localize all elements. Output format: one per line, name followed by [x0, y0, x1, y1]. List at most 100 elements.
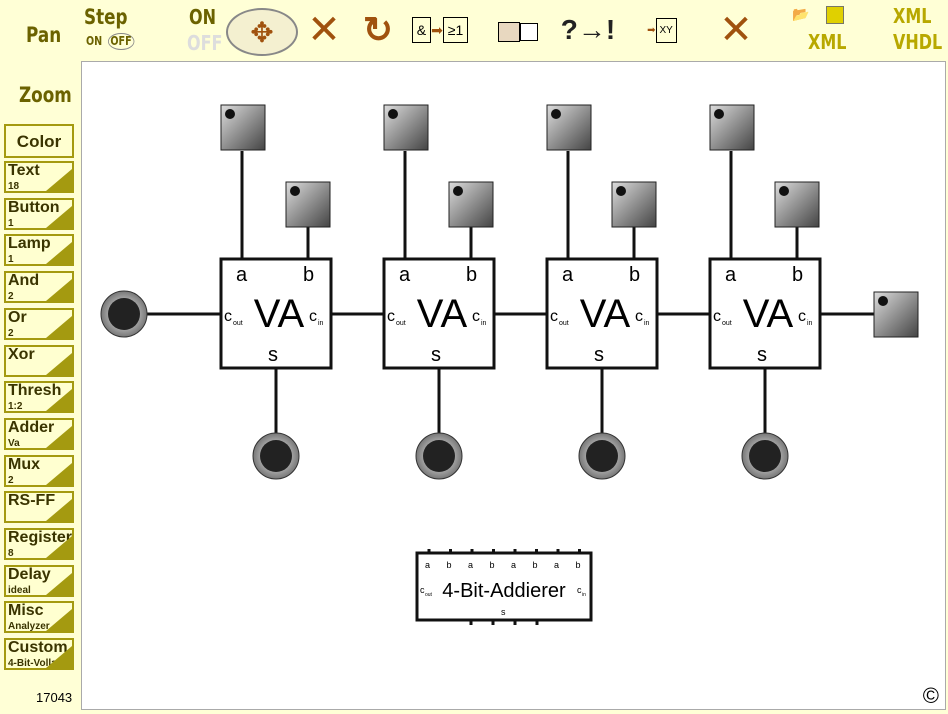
expand-corner-icon[interactable]	[46, 169, 72, 191]
item-label: Misc	[8, 602, 44, 620]
full-adder-block[interactable]	[382, 257, 496, 370]
expand-corner-icon[interactable]	[46, 609, 72, 632]
step-off-button[interactable]: OFF	[108, 33, 135, 51]
pan-button[interactable]: Pan	[26, 23, 62, 47]
open-icon[interactable]: 📂	[792, 5, 810, 22]
expand-corner-icon[interactable]	[46, 499, 72, 522]
export-vhdl-button[interactable]: VHDL	[893, 30, 943, 54]
expand-corner-icon[interactable]	[46, 242, 72, 265]
color-button[interactable]: Color	[4, 124, 74, 158]
expand-corner-icon[interactable]	[46, 425, 72, 448]
save-icon[interactable]	[826, 6, 844, 24]
item-label: And	[8, 272, 40, 290]
custom-input-label: b	[447, 560, 452, 570]
pin-cin-sub: in	[481, 320, 487, 327]
custom-cin-label: c	[577, 585, 582, 595]
adder-label: VA	[743, 292, 794, 336]
expand-corner-icon[interactable]	[46, 462, 72, 485]
sidebar-item-xor[interactable]: Xor	[4, 344, 74, 377]
expand-corner-icon[interactable]	[46, 315, 72, 338]
full-adder-block[interactable]	[545, 257, 659, 370]
expand-corner-icon[interactable]	[46, 536, 72, 558]
pin-s-label: s	[431, 344, 441, 366]
open-xml-button[interactable]: XML	[808, 30, 847, 54]
custom-input-label: a	[511, 560, 516, 570]
expand-corner-icon[interactable]	[46, 646, 72, 669]
pin-cout-label: c	[713, 308, 721, 325]
pin-cin-label: c	[798, 308, 806, 325]
expand-corner-icon[interactable]	[46, 389, 72, 412]
switch-led-icon	[616, 186, 626, 196]
custom-input-label: a	[554, 560, 559, 570]
ungroup-icon[interactable]: ✕	[719, 8, 753, 52]
sim-off-button[interactable]: OFF	[187, 31, 223, 55]
make-custom-icon[interactable]: ➡XY	[634, 14, 690, 46]
export-xml-button[interactable]: XML	[893, 4, 932, 28]
lamp-bulb	[108, 298, 140, 330]
expand-corner-icon[interactable]	[46, 205, 72, 228]
item-sub: 4-Bit-Volla	[8, 658, 57, 670]
group-icon[interactable]	[490, 14, 546, 50]
zoom-button[interactable]: Zoom	[19, 83, 72, 107]
switch-led-icon	[878, 296, 888, 306]
pin-a-label: a	[236, 264, 248, 286]
item-sub: 2	[8, 474, 14, 486]
sim-on-button[interactable]: ON	[189, 5, 216, 29]
pin-cout-label: c	[550, 308, 558, 325]
item-sub: Va	[8, 437, 20, 449]
pin-cin-sub: in	[644, 320, 650, 327]
item-label: Or	[8, 308, 27, 326]
pin-b-label: b	[629, 264, 640, 286]
item-label: Xor	[8, 345, 35, 363]
move-tool-icon[interactable]: ✥	[226, 8, 298, 56]
rotate-icon[interactable]: ↻	[362, 9, 394, 50]
expand-corner-icon[interactable]	[46, 572, 72, 595]
color-label: Color	[16, 132, 62, 151]
pin-a-label: a	[725, 264, 737, 286]
full-adder-block[interactable]	[219, 257, 333, 370]
full-adder-block[interactable]	[708, 257, 822, 370]
step-button[interactable]: Step	[84, 5, 128, 29]
pin-cin-label: c	[472, 308, 480, 325]
pin-s-label: s	[594, 344, 604, 366]
delete-icon[interactable]: ✕	[307, 8, 341, 52]
switch-led-icon	[779, 186, 789, 196]
item-sub: 1:2	[8, 401, 23, 413]
expand-corner-icon[interactable]	[46, 352, 72, 375]
pin-cout-sub: out	[559, 320, 569, 327]
switch-led-icon	[453, 186, 463, 196]
adder-label: VA	[580, 292, 631, 336]
lamp-bulb	[423, 440, 455, 472]
item-sub: 18	[8, 181, 20, 192]
custom-input-label: a	[425, 560, 430, 570]
item-sub: 1	[8, 254, 14, 266]
switch-led-icon	[388, 109, 398, 119]
sidebar-item-rs-ff[interactable]: RS-FF	[4, 491, 74, 524]
pin-s-label: s	[757, 344, 767, 366]
item-sub: Analyzer	[8, 621, 50, 633]
pin-b-label: b	[792, 264, 803, 286]
item-sub: 1	[8, 217, 14, 229]
step-on-button[interactable]: ON	[86, 34, 103, 48]
lamp-bulb	[260, 440, 292, 472]
expand-corner-icon[interactable]	[46, 279, 72, 302]
question-to-exclaim-icon[interactable]: ?→!	[560, 14, 616, 45]
pin-cin-label: c	[635, 308, 643, 325]
custom-block-4bit-adder[interactable]	[415, 551, 593, 622]
item-sub: 8	[8, 548, 14, 559]
item-label: RS-FF	[8, 492, 56, 510]
convert-gate-icon[interactable]: &➡≥1	[411, 14, 469, 46]
